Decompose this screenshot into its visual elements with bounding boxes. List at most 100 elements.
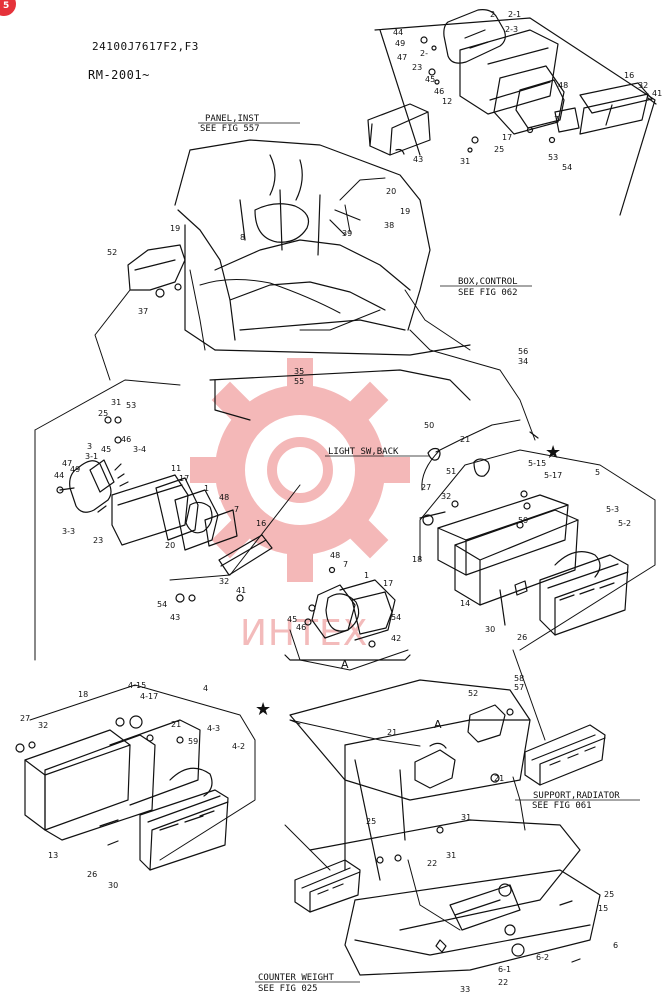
callout-lower-left-lamp-8: 59 bbox=[188, 737, 198, 746]
callout-cab-5: 55 bbox=[294, 377, 304, 386]
callout-detail-a-3: 17 bbox=[383, 579, 393, 588]
callout-left-lamp-17: 7 bbox=[234, 505, 239, 514]
top-right-lamp-assembly bbox=[374, 9, 657, 216]
callout-top-right-4: 45 bbox=[425, 75, 435, 84]
callout-top-right-14: 41 bbox=[652, 89, 662, 98]
callout-counterweight-3: 21 bbox=[387, 728, 397, 737]
callout-counterweight-7: 22 bbox=[427, 859, 437, 868]
callout-detail-a-5: 46 bbox=[296, 623, 306, 632]
ref-support-radiator-title: SUPPORT,RADIATOR bbox=[533, 791, 620, 801]
callout-lower-left-lamp-0: 4 bbox=[203, 684, 208, 693]
callout-top-right-6: 2 bbox=[490, 10, 495, 19]
callout-left-lamp-3: 3 bbox=[87, 442, 92, 451]
callout-counterweight-12: 6 bbox=[613, 941, 618, 950]
callout-left-lamp-15: 1 bbox=[204, 484, 209, 493]
star-marker-lower: ★ bbox=[255, 699, 271, 720]
callout-right-lamp-5: 59 bbox=[518, 516, 528, 525]
back-light-switch bbox=[427, 431, 539, 477]
callout-left-lamp-23: 41 bbox=[236, 586, 246, 595]
callout-counterweight-5: 25 bbox=[366, 817, 376, 826]
callout-right-lamp-0: 5-15 bbox=[528, 459, 546, 468]
callout-detail-a-2: 1 bbox=[364, 571, 369, 580]
ref-support-radiator: SUPPORT,RADIATOR SEE FIG 061 bbox=[515, 791, 640, 811]
callout-left-lamp-12: 23 bbox=[93, 536, 103, 545]
callout-lower-left-lamp-12: 30 bbox=[108, 881, 118, 890]
lower-left-lamp-assembly bbox=[15, 715, 229, 871]
callout-top-right-5: 46 bbox=[434, 87, 444, 96]
callout-detail-a-1: 7 bbox=[343, 560, 348, 569]
callout-cab-6: 56 bbox=[518, 347, 528, 356]
callout-top-right-12: 16 bbox=[624, 71, 634, 80]
detail-a-lamp bbox=[284, 566, 411, 661]
ref-box-control-see: SEE FIG 062 bbox=[458, 288, 518, 298]
detail-a-pointer: A bbox=[434, 718, 442, 731]
callout-right-lamp-2: 5 bbox=[595, 468, 600, 477]
right-lamp-assembly bbox=[419, 490, 629, 636]
ref-counter-weight: COUNTER WEIGHT SEE FIG 025 bbox=[255, 973, 360, 994]
callout-counterweight-14: 22 bbox=[498, 978, 508, 987]
callout-counterweight-10: 15 bbox=[598, 904, 608, 913]
callout-lower-left-lamp-1: 4-15 bbox=[128, 681, 146, 690]
callout-top-right-11: 48 bbox=[558, 81, 568, 90]
callout-right-lamp-10: 30 bbox=[485, 625, 495, 634]
callout-left-lamp-1: 31 bbox=[111, 398, 121, 407]
callout-top-right-18: 31 bbox=[460, 157, 470, 166]
callout-right-lamp-4: 32 bbox=[441, 492, 451, 501]
counterweight-body bbox=[289, 679, 601, 976]
callout-top-right-1: 49 bbox=[395, 39, 405, 48]
callout-right-lamp-8: 18 bbox=[412, 555, 422, 564]
callout-switch-2: 21 bbox=[460, 435, 470, 444]
callout-left-lamp-18: 20 bbox=[165, 541, 175, 550]
callout-top-right-0: 44 bbox=[393, 28, 403, 37]
cab-left-lamp bbox=[127, 244, 186, 298]
callout-detail-a-6: 54 bbox=[391, 613, 401, 622]
callout-cab-2: 8 bbox=[240, 233, 245, 242]
callout-top-right-16: 17 bbox=[502, 133, 512, 142]
callout-counterweight-4: 21 bbox=[494, 774, 504, 783]
callout-counterweight-13: 6-1 bbox=[498, 965, 511, 974]
callout-lower-left-lamp-11: 26 bbox=[87, 870, 97, 879]
ref-panel-inst: PANEL,INST SEE FIG 557 bbox=[198, 114, 300, 134]
callout-left-lamp-21: 43 bbox=[170, 613, 180, 622]
callout-left-lamp-9: 47 bbox=[62, 459, 72, 468]
callout-counterweight-1: 58 bbox=[514, 674, 524, 683]
callout-right-lamp-11: 26 bbox=[517, 633, 527, 642]
callout-top-right-25: 39 bbox=[342, 229, 352, 238]
callout-top-right-20: 54 bbox=[562, 163, 572, 172]
callout-left-lamp-4: 3-1 bbox=[85, 452, 98, 461]
callout-lower-left-lamp-10: 13 bbox=[48, 851, 58, 860]
callout-cab-4: 35 bbox=[294, 367, 304, 376]
rear-lamp-left bbox=[294, 859, 361, 913]
callout-detail-a-7: 42 bbox=[391, 634, 401, 643]
callout-left-lamp-11: 3-3 bbox=[62, 527, 75, 536]
callout-right-lamp-6: 5-3 bbox=[606, 505, 619, 514]
rear-lamp-right bbox=[524, 724, 606, 786]
callout-switch-1: 51 bbox=[446, 467, 456, 476]
callout-top-right-21: 43 bbox=[413, 155, 423, 164]
callout-top-right-17: 25 bbox=[494, 145, 504, 154]
callout-cab-3: 37 bbox=[138, 307, 148, 316]
callout-right-lamp-7: 5-2 bbox=[618, 519, 631, 528]
callout-top-right-2: 47 bbox=[397, 53, 407, 62]
ref-box-control: BOX,CONTROL SEE FIG 062 bbox=[440, 277, 532, 298]
callout-counterweight-0: 52 bbox=[468, 689, 478, 698]
wiring-harness bbox=[189, 177, 536, 931]
callout-counterweight-8: 31 bbox=[446, 851, 456, 860]
callout-left-lamp-19: 16 bbox=[256, 519, 266, 528]
callout-top-right-3: 23 bbox=[412, 63, 422, 72]
callout-lower-left-lamp-7: 4-3 bbox=[207, 724, 220, 733]
detail-a-label: A bbox=[341, 658, 349, 671]
callout-cab-0: 52 bbox=[107, 248, 117, 257]
callout-counterweight-2: 57 bbox=[514, 683, 524, 692]
callout-top-right-23: 19 bbox=[400, 207, 410, 216]
callout-lower-left-lamp-6: 21 bbox=[171, 720, 181, 729]
callout-top-right-15: 7 bbox=[554, 115, 559, 124]
callout-left-lamp-6: 46 bbox=[121, 435, 131, 444]
callout-top-right-10: 12 bbox=[442, 97, 452, 106]
callout-left-lamp-5: 45 bbox=[101, 445, 111, 454]
callout-counterweight-6: 31 bbox=[461, 813, 471, 822]
callout-detail-a-4: 45 bbox=[287, 615, 297, 624]
callout-cab-1: 19 bbox=[170, 224, 180, 233]
